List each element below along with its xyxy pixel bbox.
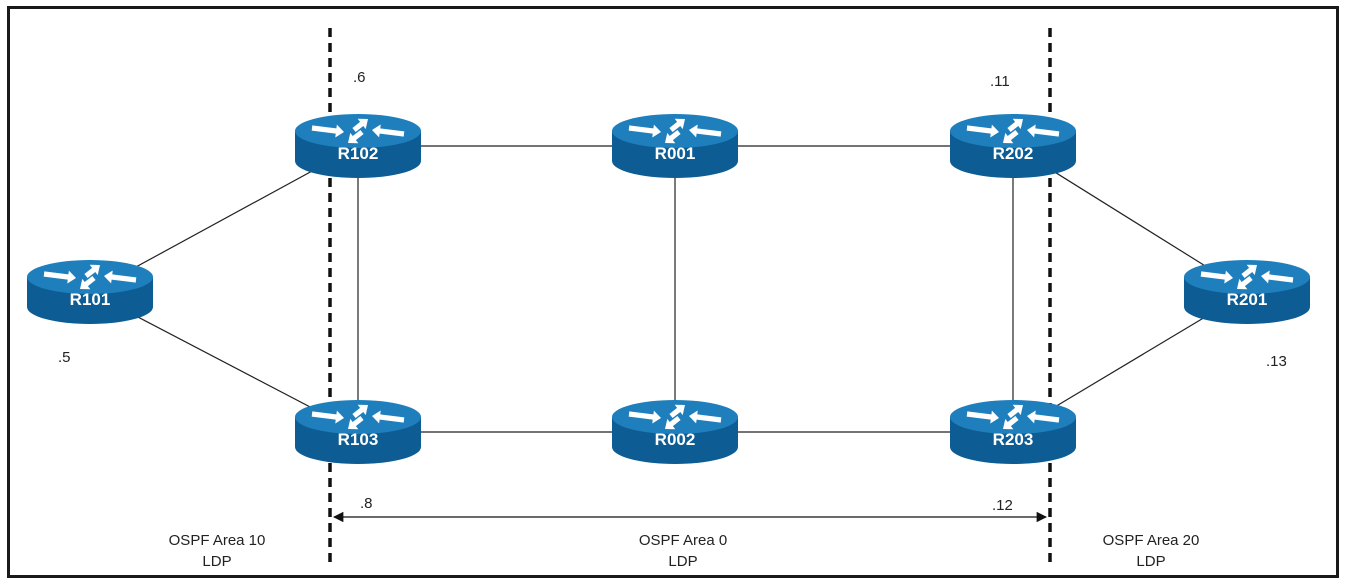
router-top: [950, 400, 1076, 434]
address-r103: .8: [360, 495, 373, 512]
address-r203: .12: [992, 497, 1013, 514]
router-top: [295, 400, 421, 434]
router-label: R001: [655, 144, 696, 163]
links-layer: [89, 145, 1248, 433]
router-arrows-icon: [966, 404, 1060, 430]
diagram-frame: [7, 6, 1339, 578]
area-10-name: OSPF Area 10: [169, 532, 266, 549]
router-arrows-icon: [628, 404, 722, 430]
router-arrows-icon: [311, 118, 405, 144]
router-top: [950, 114, 1076, 148]
area-10-protocol: LDP: [202, 553, 231, 570]
address-r102: .6: [353, 69, 366, 86]
router-r002[interactable]: R002: [612, 400, 738, 464]
router-top: [612, 400, 738, 434]
router-top: [295, 114, 421, 148]
router-label: R202: [993, 144, 1034, 163]
router-r103[interactable]: R103: [295, 400, 421, 464]
router-arrows-icon: [43, 264, 137, 290]
area-0-name: OSPF Area 0: [639, 532, 727, 549]
router-r001[interactable]: R001: [612, 114, 738, 178]
router-r203[interactable]: R203: [950, 400, 1076, 464]
router-r201[interactable]: R201: [1184, 260, 1310, 324]
address-r202: .11: [990, 73, 1010, 90]
router-arrows-icon: [628, 118, 722, 144]
router-top: [612, 114, 738, 148]
router-label: R102: [338, 144, 379, 163]
router-label: R201: [1227, 290, 1268, 309]
router-arrows-icon: [1200, 264, 1294, 290]
router-arrows-icon: [966, 118, 1060, 144]
router-label: R002: [655, 430, 696, 449]
router-label: R203: [993, 430, 1034, 449]
router-label: R103: [338, 430, 379, 449]
area-0-protocol: LDP: [668, 553, 697, 570]
router-r101[interactable]: R101: [27, 260, 153, 324]
area-20-name: OSPF Area 20: [1103, 532, 1200, 549]
router-r202[interactable]: R202: [950, 114, 1076, 178]
area-boundaries: [328, 28, 1052, 562]
address-r101: .5: [58, 349, 71, 366]
router-top: [27, 260, 153, 294]
router-r102[interactable]: R102: [295, 114, 421, 178]
area-20-protocol: LDP: [1136, 553, 1165, 570]
router-label: R101: [70, 290, 111, 309]
router-top: [1184, 260, 1310, 294]
address-r201: .13: [1266, 353, 1287, 370]
router-arrows-icon: [311, 404, 405, 430]
